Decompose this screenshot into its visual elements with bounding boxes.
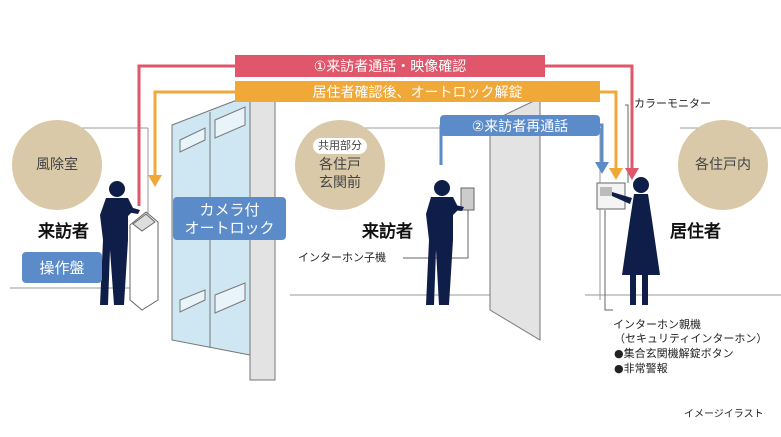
arrow-down-icon xyxy=(148,175,162,187)
flow-unlock-bar: 居住者確認後、オートロック解錠 xyxy=(235,81,600,102)
intercom-master-label: インターホン親機 xyxy=(613,318,701,331)
zone-entrance: 共用部分 各住戸 玄関前 xyxy=(295,120,385,210)
common-area-tag: 共用部分 xyxy=(313,138,367,154)
visitor-figure-left xyxy=(100,181,140,305)
autolock-label: カメラ付 オートロック xyxy=(173,197,286,240)
flow-step1-bar: ①来訪者通話・映像確認 xyxy=(235,55,545,77)
zone-vestibule-label: 風除室 xyxy=(36,157,78,173)
visitor-label-middle: 来訪者 xyxy=(362,222,413,242)
zone-unit-inside-label: 各住戸内 xyxy=(695,157,751,173)
resident-label: 居住者 xyxy=(670,222,721,242)
visitor-label-left: 来訪者 xyxy=(38,222,89,242)
zone-unit-inside: 各住戸内 xyxy=(678,120,768,210)
zone-entrance-line1: 各住戸 xyxy=(319,157,361,173)
arrow-down-icon xyxy=(609,168,623,180)
flow-lines xyxy=(137,64,634,206)
feature-emergency-alarm: ●非常警報 xyxy=(614,362,668,375)
intercom-slave-device xyxy=(460,187,475,211)
autolock-line1: カメラ付 xyxy=(199,200,260,219)
color-monitor-label: カラーモニター xyxy=(634,97,711,110)
flow-step2-bar: ②来訪者再通話 xyxy=(440,115,600,136)
arrow-down-icon xyxy=(625,168,639,180)
zone-entrance-line2: 玄関前 xyxy=(319,175,361,191)
resident-figure xyxy=(612,177,660,305)
panel-label: 操作盤 xyxy=(22,252,102,283)
operation-panel xyxy=(129,211,159,311)
visitor-figure-middle xyxy=(426,180,464,305)
security-intercom-label: （セキュリティインターホン） xyxy=(614,332,768,345)
feature-unlock-button: ●集合玄関機解錠ボタン xyxy=(614,347,734,360)
autolock-line2: オートロック xyxy=(184,218,275,237)
corridor-wall xyxy=(489,97,541,341)
panel-label-text: 操作盤 xyxy=(39,258,85,277)
image-note: イメージイラスト xyxy=(684,409,764,420)
arrow-down-icon xyxy=(595,162,609,174)
zone-vestibule: 風除室 xyxy=(12,120,102,210)
intercom-slave-label: インターホン子機 xyxy=(298,251,386,264)
